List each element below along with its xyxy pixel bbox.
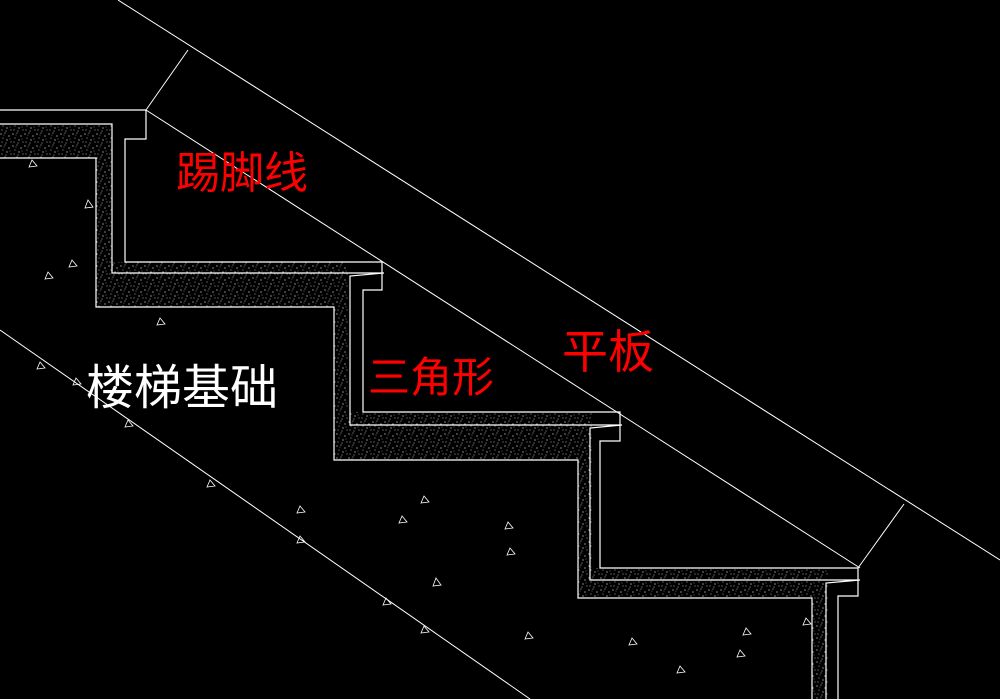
label-flat-slab: 平板 <box>562 325 654 379</box>
finish-inner <box>0 123 861 699</box>
label-triangle: 三角形 <box>368 353 494 402</box>
soffit-line <box>117 0 1000 561</box>
structure-line <box>0 157 813 699</box>
slab-line-lower <box>0 329 531 699</box>
tread-nosing-top <box>0 109 859 699</box>
slab-line-upper <box>145 109 861 569</box>
aggregate-marks <box>28 159 812 674</box>
break-line-top <box>145 49 189 111</box>
label-stair-foundation: 楼梯基础 <box>86 360 278 416</box>
stair-finish-outline <box>0 109 861 699</box>
break-line-bottom <box>857 503 905 569</box>
label-skirting: 踢脚线 <box>176 148 308 199</box>
screed-layer <box>0 124 828 699</box>
